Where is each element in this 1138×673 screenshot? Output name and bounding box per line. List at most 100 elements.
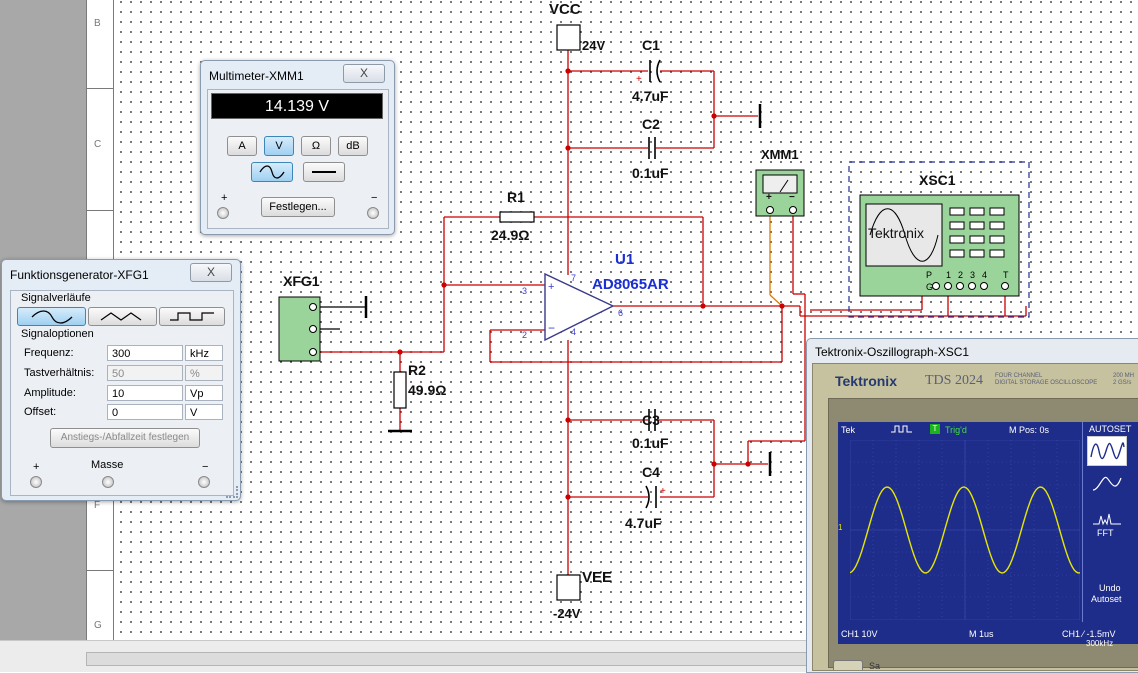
undo-label[interactable]: Undo (1099, 583, 1121, 593)
generator-plus-label: + (33, 461, 40, 473)
trigger-status: Trig'd (945, 425, 967, 435)
trigger-readout: CH1 ⁄ -1.5mV (1062, 629, 1116, 639)
multimeter-window[interactable]: Multimeter-XMM1 X 14.139 V A V Ω dB + Fe… (200, 60, 395, 235)
mode-voltmeter-button[interactable]: V (264, 136, 294, 156)
c3-name: C3 (642, 412, 660, 428)
generator-ground-terminal[interactable] (102, 476, 114, 488)
fft-label: FFT (1097, 528, 1114, 538)
screen-status-tek: Tek (841, 425, 856, 435)
amplitude-field[interactable]: 10 (107, 385, 183, 401)
oscilloscope-faceplate: Tektronix TDS 2024 FOUR CHANNEL DIGITAL … (812, 363, 1138, 671)
xsc1-screen-brand: Tektronix (868, 225, 925, 241)
svg-text:+: + (660, 486, 666, 497)
xsc1-pin-4: 4 (982, 270, 988, 280)
svg-text:+: + (636, 74, 642, 85)
u1-pin-6: 6 (618, 308, 624, 318)
frequency-unit[interactable]: kHz (185, 345, 223, 361)
duty-cycle-unit: % (185, 365, 223, 381)
close-icon: X (359, 66, 368, 80)
triangle-wave-icon (100, 312, 142, 321)
multi-cycle-icon (1090, 442, 1125, 460)
dc-line-icon (312, 171, 336, 173)
xfg1-label: XFG1 (283, 273, 320, 289)
sine-wave-icon (259, 165, 285, 179)
multimeter-reading: 14.139 V (264, 98, 330, 115)
generator-plus-terminal[interactable] (30, 476, 42, 488)
multimeter-plus-terminal[interactable] (217, 207, 229, 219)
time-scale: M 1us (969, 629, 994, 639)
u1-pin-3: 3 (522, 286, 528, 296)
c2-name: C2 (642, 116, 660, 132)
xsc1-pin-g: G (926, 282, 934, 292)
offset-unit[interactable]: V (185, 404, 223, 420)
ruler-label-f: F (94, 500, 101, 511)
horizontal-position: M Pos: 0s (1009, 425, 1050, 435)
multimeter-title: Multimeter-XMM1 (209, 69, 304, 83)
rise-fall-time-button: Anstiegs-/Abfallzeit festlegen (50, 428, 200, 448)
xsc1-label: XSC1 (919, 172, 956, 188)
xsc1-pin-2: 2 (958, 270, 964, 280)
u1-pin-2: 2 (522, 330, 528, 340)
c3-value: 0.1uF (632, 435, 669, 451)
r1-name: R1 (507, 189, 525, 205)
function-generator-window[interactable]: Funktionsgenerator-XFG1 X Signalverläufe… (1, 259, 241, 501)
multimeter-minus-terminal[interactable] (367, 207, 379, 219)
duty-cycle-label: Tastverhältnis: (24, 367, 95, 379)
acquisition-icon (891, 425, 912, 433)
dc-mode-button[interactable] (303, 162, 345, 182)
oscilloscope-spec-sample-rate: 2 GS/s (1113, 380, 1132, 386)
scope-bottom-label: Sa (869, 661, 881, 671)
mode-ammeter-button[interactable]: A (227, 136, 257, 156)
scope-control-knob[interactable] (833, 660, 863, 670)
duty-cycle-field: 50 (107, 365, 183, 381)
oscilloscope-window[interactable]: Tektronix-Oszillograph-XSC1 Tektronix TD… (806, 338, 1138, 673)
mode-decibel-button[interactable]: dB (338, 136, 368, 156)
ruler-tick (87, 210, 113, 211)
frequency-label: Frequenz: (24, 347, 74, 359)
function-generator-close-button[interactable]: X (190, 263, 232, 282)
single-cycle-icon[interactable] (1091, 472, 1123, 498)
frequency-field[interactable]: 300 (107, 345, 183, 361)
vcc-value: 24V (582, 38, 606, 53)
generator-minus-terminal[interactable] (198, 476, 210, 488)
xmm1-plus: + (766, 192, 772, 203)
r1-value: 24.9Ω (491, 227, 530, 243)
waveform-sine-button[interactable] (17, 307, 86, 326)
svg-text:−: − (548, 321, 555, 335)
set-button[interactable]: Festlegen... (261, 197, 335, 217)
oscilloscope-title: Tektronix-Oszillograph-XSC1 (815, 345, 970, 359)
vee-label: VEE (582, 569, 613, 586)
u1-part: AD8065AR (592, 276, 669, 293)
mode-ohmmeter-button[interactable]: Ω (301, 136, 331, 156)
oscilloscope-model-sub2: DIGITAL STORAGE OSCILLOSCOPE (995, 380, 1098, 386)
ruler-label-c: C (94, 139, 102, 150)
xsc1-pin-3: 3 (970, 270, 976, 280)
horizontal-scrollbar[interactable] (86, 652, 808, 666)
u1-pin-7: 7 (571, 273, 577, 283)
generator-ground-label: Masse (91, 459, 124, 471)
r2-name: R2 (408, 362, 426, 378)
xsc1-pin-t: T (1003, 270, 1009, 280)
channel-1-marker: 1 (838, 523, 843, 532)
generator-minus-label: − (202, 461, 209, 473)
autoset-multi-cycle-button[interactable] (1087, 436, 1127, 466)
amplitude-unit[interactable]: Vp (185, 385, 223, 401)
waveform-square-button[interactable] (159, 307, 225, 326)
c4-name: C4 (642, 464, 660, 480)
svg-text:+: + (548, 281, 554, 293)
multimeter-close-button[interactable]: X (343, 64, 385, 83)
offset-field[interactable]: 0 (107, 404, 183, 420)
waveform-triangle-button[interactable] (88, 307, 157, 326)
oscilloscope-model-sub1: FOUR CHANNEL (995, 373, 1043, 379)
multimeter-display: 14.139 V (211, 93, 383, 119)
frequency-readout: 300kHz (1086, 639, 1114, 648)
oscilloscope-spec-bandwidth: 200 MH (1113, 373, 1135, 379)
ac-mode-button[interactable] (251, 162, 293, 182)
vee-value: -24V (553, 606, 581, 621)
undo-autoset-label[interactable]: Autoset (1091, 594, 1122, 604)
resize-grip[interactable] (226, 486, 238, 498)
options-heading: Signaloptionen (21, 328, 94, 340)
xmm1-label: XMM1 (761, 147, 799, 162)
fft-icon[interactable] (1091, 512, 1123, 526)
